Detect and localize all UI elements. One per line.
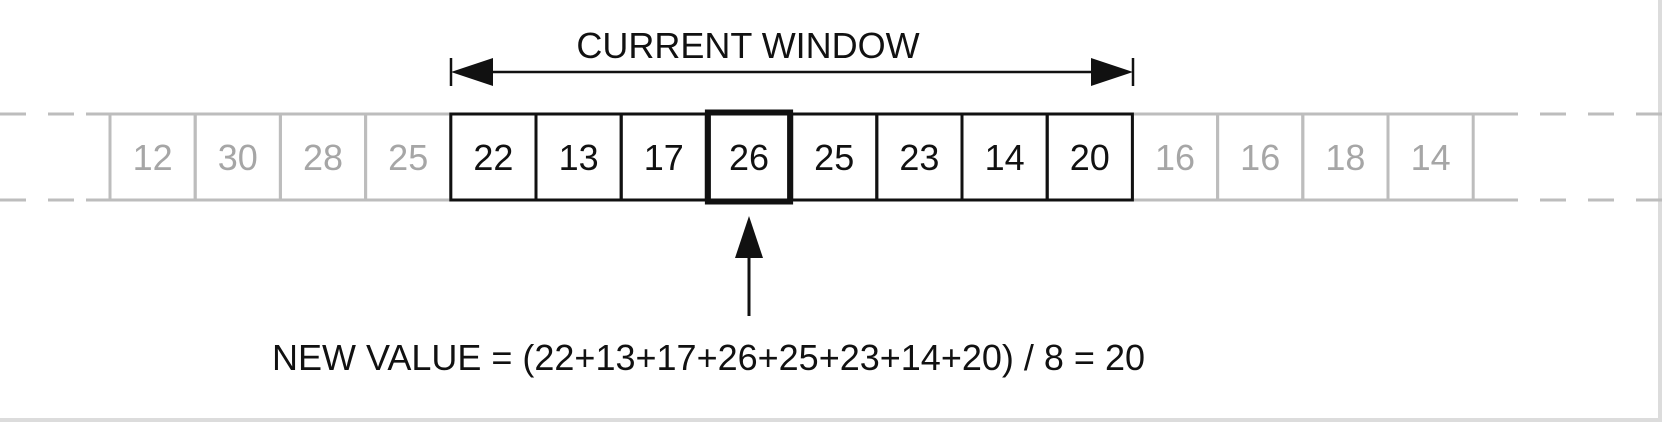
cell-value: 14 [985,137,1025,178]
cell-value: 23 [899,137,939,178]
current-cell-value: 26 [729,137,769,178]
cell-value: 17 [644,137,684,178]
bracket-right-arrowhead-icon [1091,58,1133,86]
formula-text: NEW VALUE = (22+13+17+26+25+23+14+20) / … [272,337,1145,378]
cell-value: 14 [1411,137,1451,178]
cell-row: 12 30 28 25 22 13 17 26 25 23 14 20 16 16 18 14 [108,109,1475,205]
cell-value: 18 [1325,137,1365,178]
pointer-arrow [735,216,763,316]
cell-value: 13 [559,137,599,178]
data-cell [1386,112,1475,202]
cell-value: 20 [1070,137,1110,178]
cell-value: 22 [473,137,513,178]
cell-value: 16 [1155,137,1195,178]
bracket-left-arrowhead-icon [451,58,493,86]
pointer-arrowhead-icon [735,216,763,258]
window-label: CURRENT WINDOW [576,25,919,66]
cell-value: 16 [1240,137,1280,178]
cell-value: 12 [133,137,173,178]
cell-value: 25 [388,137,428,178]
current-cell-highlight [704,109,794,205]
cell-value: 25 [814,137,854,178]
cell-value: 28 [303,137,343,178]
tape-dashed-edges [0,112,1662,202]
data-cell [1045,112,1134,202]
window-bracket [449,58,1135,86]
cell-value: 30 [218,137,258,178]
